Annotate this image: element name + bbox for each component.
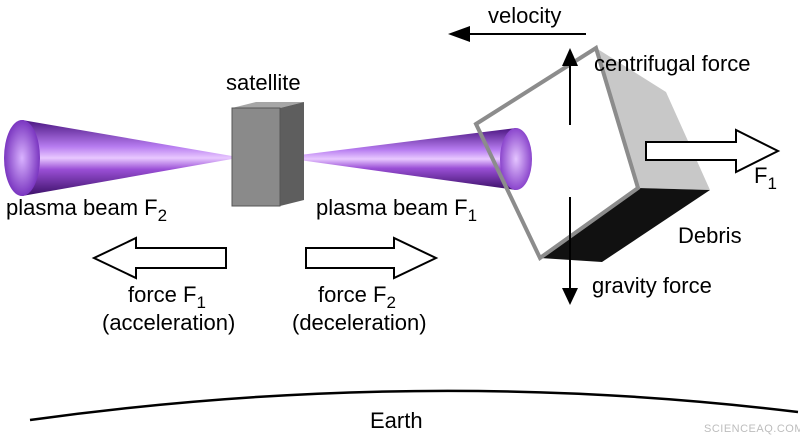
force-f1-description: (acceleration) bbox=[102, 310, 235, 335]
f1-push-arrow bbox=[645, 128, 781, 174]
debris-front-outline bbox=[473, 44, 641, 262]
satellite-front-face bbox=[232, 108, 280, 206]
force-f2-label: force F2 bbox=[318, 282, 396, 312]
plasma-beam-f2-label: plasma beam F2 bbox=[6, 195, 167, 225]
satellite-body bbox=[231, 102, 304, 207]
f1-arrow-label: F1 bbox=[754, 163, 777, 193]
velocity-label: velocity bbox=[488, 3, 561, 28]
velocity-arrow bbox=[448, 26, 586, 42]
centrifugal-force-label: centrifugal force bbox=[594, 51, 751, 76]
debris-label: Debris bbox=[678, 223, 742, 248]
debris-bottom-face bbox=[540, 188, 710, 262]
plasma-beam-f1-label: plasma beam F1 bbox=[316, 195, 477, 225]
force-f1-arrow bbox=[91, 236, 227, 280]
satellite-label: satellite bbox=[226, 70, 301, 95]
gravity-force-label: gravity force bbox=[592, 273, 712, 298]
earth-label: Earth bbox=[370, 408, 423, 433]
earth-surface-curve bbox=[29, 389, 799, 422]
satellite-side-face bbox=[280, 102, 304, 206]
centrifugal-force-arrow bbox=[562, 48, 578, 125]
plasma-beam-left bbox=[4, 120, 232, 196]
gravity-force-arrow bbox=[562, 197, 578, 305]
force-f1-label: force F1 bbox=[128, 282, 206, 312]
force-f2-description: (deceleration) bbox=[292, 310, 427, 335]
watermark: SCIENCEAQ.COM bbox=[704, 423, 800, 435]
force-f2-arrow bbox=[305, 236, 439, 280]
plasma-beam-right bbox=[292, 128, 532, 190]
